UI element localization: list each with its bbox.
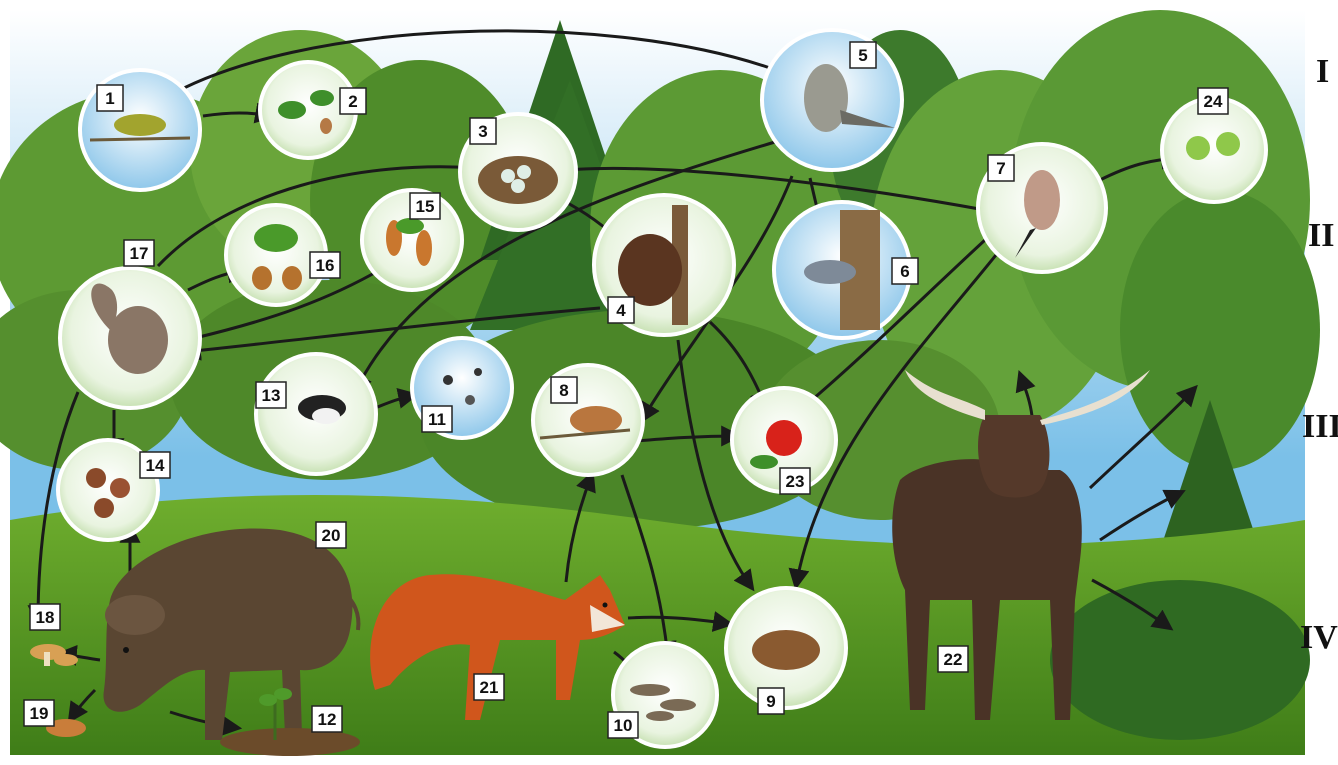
link-17-15 — [194, 261, 394, 340]
svg-text:1: 1 — [105, 89, 114, 108]
link-5-13 — [353, 140, 776, 396]
link-7-23 — [796, 238, 987, 413]
label-20: 20 — [315, 521, 347, 549]
wild-boar-illustration — [103, 528, 361, 740]
label-19: 19 — [23, 699, 55, 727]
link-22-tree-4 — [1091, 578, 1174, 631]
label-4: 4 — [607, 296, 635, 324]
label-5: 5 — [849, 41, 877, 69]
link-22-tree-2 — [1088, 384, 1198, 490]
svg-text:17: 17 — [130, 244, 149, 263]
svg-text:2: 2 — [348, 92, 357, 111]
link-4-17 — [179, 306, 601, 361]
roundel-9 — [724, 586, 848, 710]
label-14: 14 — [139, 451, 171, 479]
link-7-3 — [543, 159, 986, 212]
svg-text:23: 23 — [786, 472, 805, 491]
tier-label-i: I — [1316, 53, 1329, 90]
svg-text:19: 19 — [30, 704, 49, 723]
svg-text:5: 5 — [858, 46, 867, 65]
svg-text:12: 12 — [318, 710, 337, 729]
svg-text:9: 9 — [766, 692, 775, 711]
label-24: 24 — [1197, 87, 1229, 115]
link-22-tree-3 — [1099, 489, 1186, 542]
roundel-23 — [730, 386, 838, 494]
roundel-8 — [531, 363, 645, 477]
label-17: 17 — [123, 239, 155, 267]
link-21-8 — [564, 470, 596, 583]
food-links — [27, 29, 1198, 737]
label-18: 18 — [29, 603, 61, 631]
svg-text:24: 24 — [1204, 92, 1223, 111]
label-22: 22 — [937, 645, 969, 673]
link-17-18 — [27, 391, 80, 627]
svg-text:11: 11 — [428, 410, 446, 429]
link-7-9 — [788, 249, 1002, 591]
label-16: 16 — [309, 251, 341, 279]
label-3: 3 — [469, 117, 497, 145]
label-8: 8 — [550, 376, 578, 404]
label-23: 23 — [779, 467, 811, 495]
svg-text:16: 16 — [316, 256, 335, 275]
label-2: 2 — [339, 87, 367, 115]
svg-text:4: 4 — [616, 301, 626, 320]
label-12: 12 — [311, 705, 343, 733]
roundel-14 — [56, 438, 160, 542]
label-11: 11 — [421, 405, 453, 433]
svg-text:7: 7 — [996, 159, 1005, 178]
tier-label-ii: II — [1308, 217, 1334, 254]
roundel-6 — [772, 200, 912, 340]
tier-label-iii: III — [1302, 408, 1338, 445]
svg-text:8: 8 — [559, 381, 568, 400]
link-5-1 — [161, 29, 771, 101]
label-13: 13 — [255, 381, 287, 409]
link-20-12 — [169, 710, 243, 737]
link-8-10 — [620, 474, 677, 663]
svg-text:18: 18 — [36, 608, 55, 627]
label-6: 6 — [891, 257, 919, 285]
roundel-17 — [58, 266, 202, 410]
label-9: 9 — [757, 687, 785, 715]
sapling-illustration — [220, 688, 360, 756]
roundel-13 — [254, 352, 378, 476]
label-7: 7 — [987, 154, 1015, 182]
svg-text:10: 10 — [614, 716, 633, 735]
number-labels: 1 2 3 4 5 6 7 8 9 10 11 12 13 14 15 16 1… — [23, 41, 1229, 739]
label-21: 21 — [473, 673, 505, 701]
moose-illustration — [892, 370, 1150, 720]
fox-illustration — [370, 574, 625, 720]
svg-text:22: 22 — [944, 650, 963, 669]
link-20-19 — [67, 688, 97, 724]
link-22-tree-1 — [1015, 370, 1036, 417]
label-1: 1 — [96, 84, 124, 112]
svg-text:6: 6 — [900, 262, 909, 281]
mushroom-illustration — [30, 644, 86, 737]
svg-text:3: 3 — [478, 122, 487, 141]
link-17-3 — [156, 156, 483, 268]
shrub — [1050, 580, 1310, 740]
svg-text:13: 13 — [262, 386, 281, 405]
svg-text:20: 20 — [322, 526, 341, 545]
label-10: 10 — [607, 711, 639, 739]
svg-text:21: 21 — [480, 678, 499, 697]
link-21-9 — [627, 611, 735, 632]
roundel-10 — [611, 641, 719, 749]
svg-text:15: 15 — [416, 197, 435, 216]
roundel-5 — [760, 28, 904, 172]
svg-text:14: 14 — [146, 456, 165, 475]
link-4-9 — [676, 339, 755, 592]
label-15: 15 — [409, 192, 441, 220]
tier-label-iv: IV — [1300, 619, 1338, 656]
